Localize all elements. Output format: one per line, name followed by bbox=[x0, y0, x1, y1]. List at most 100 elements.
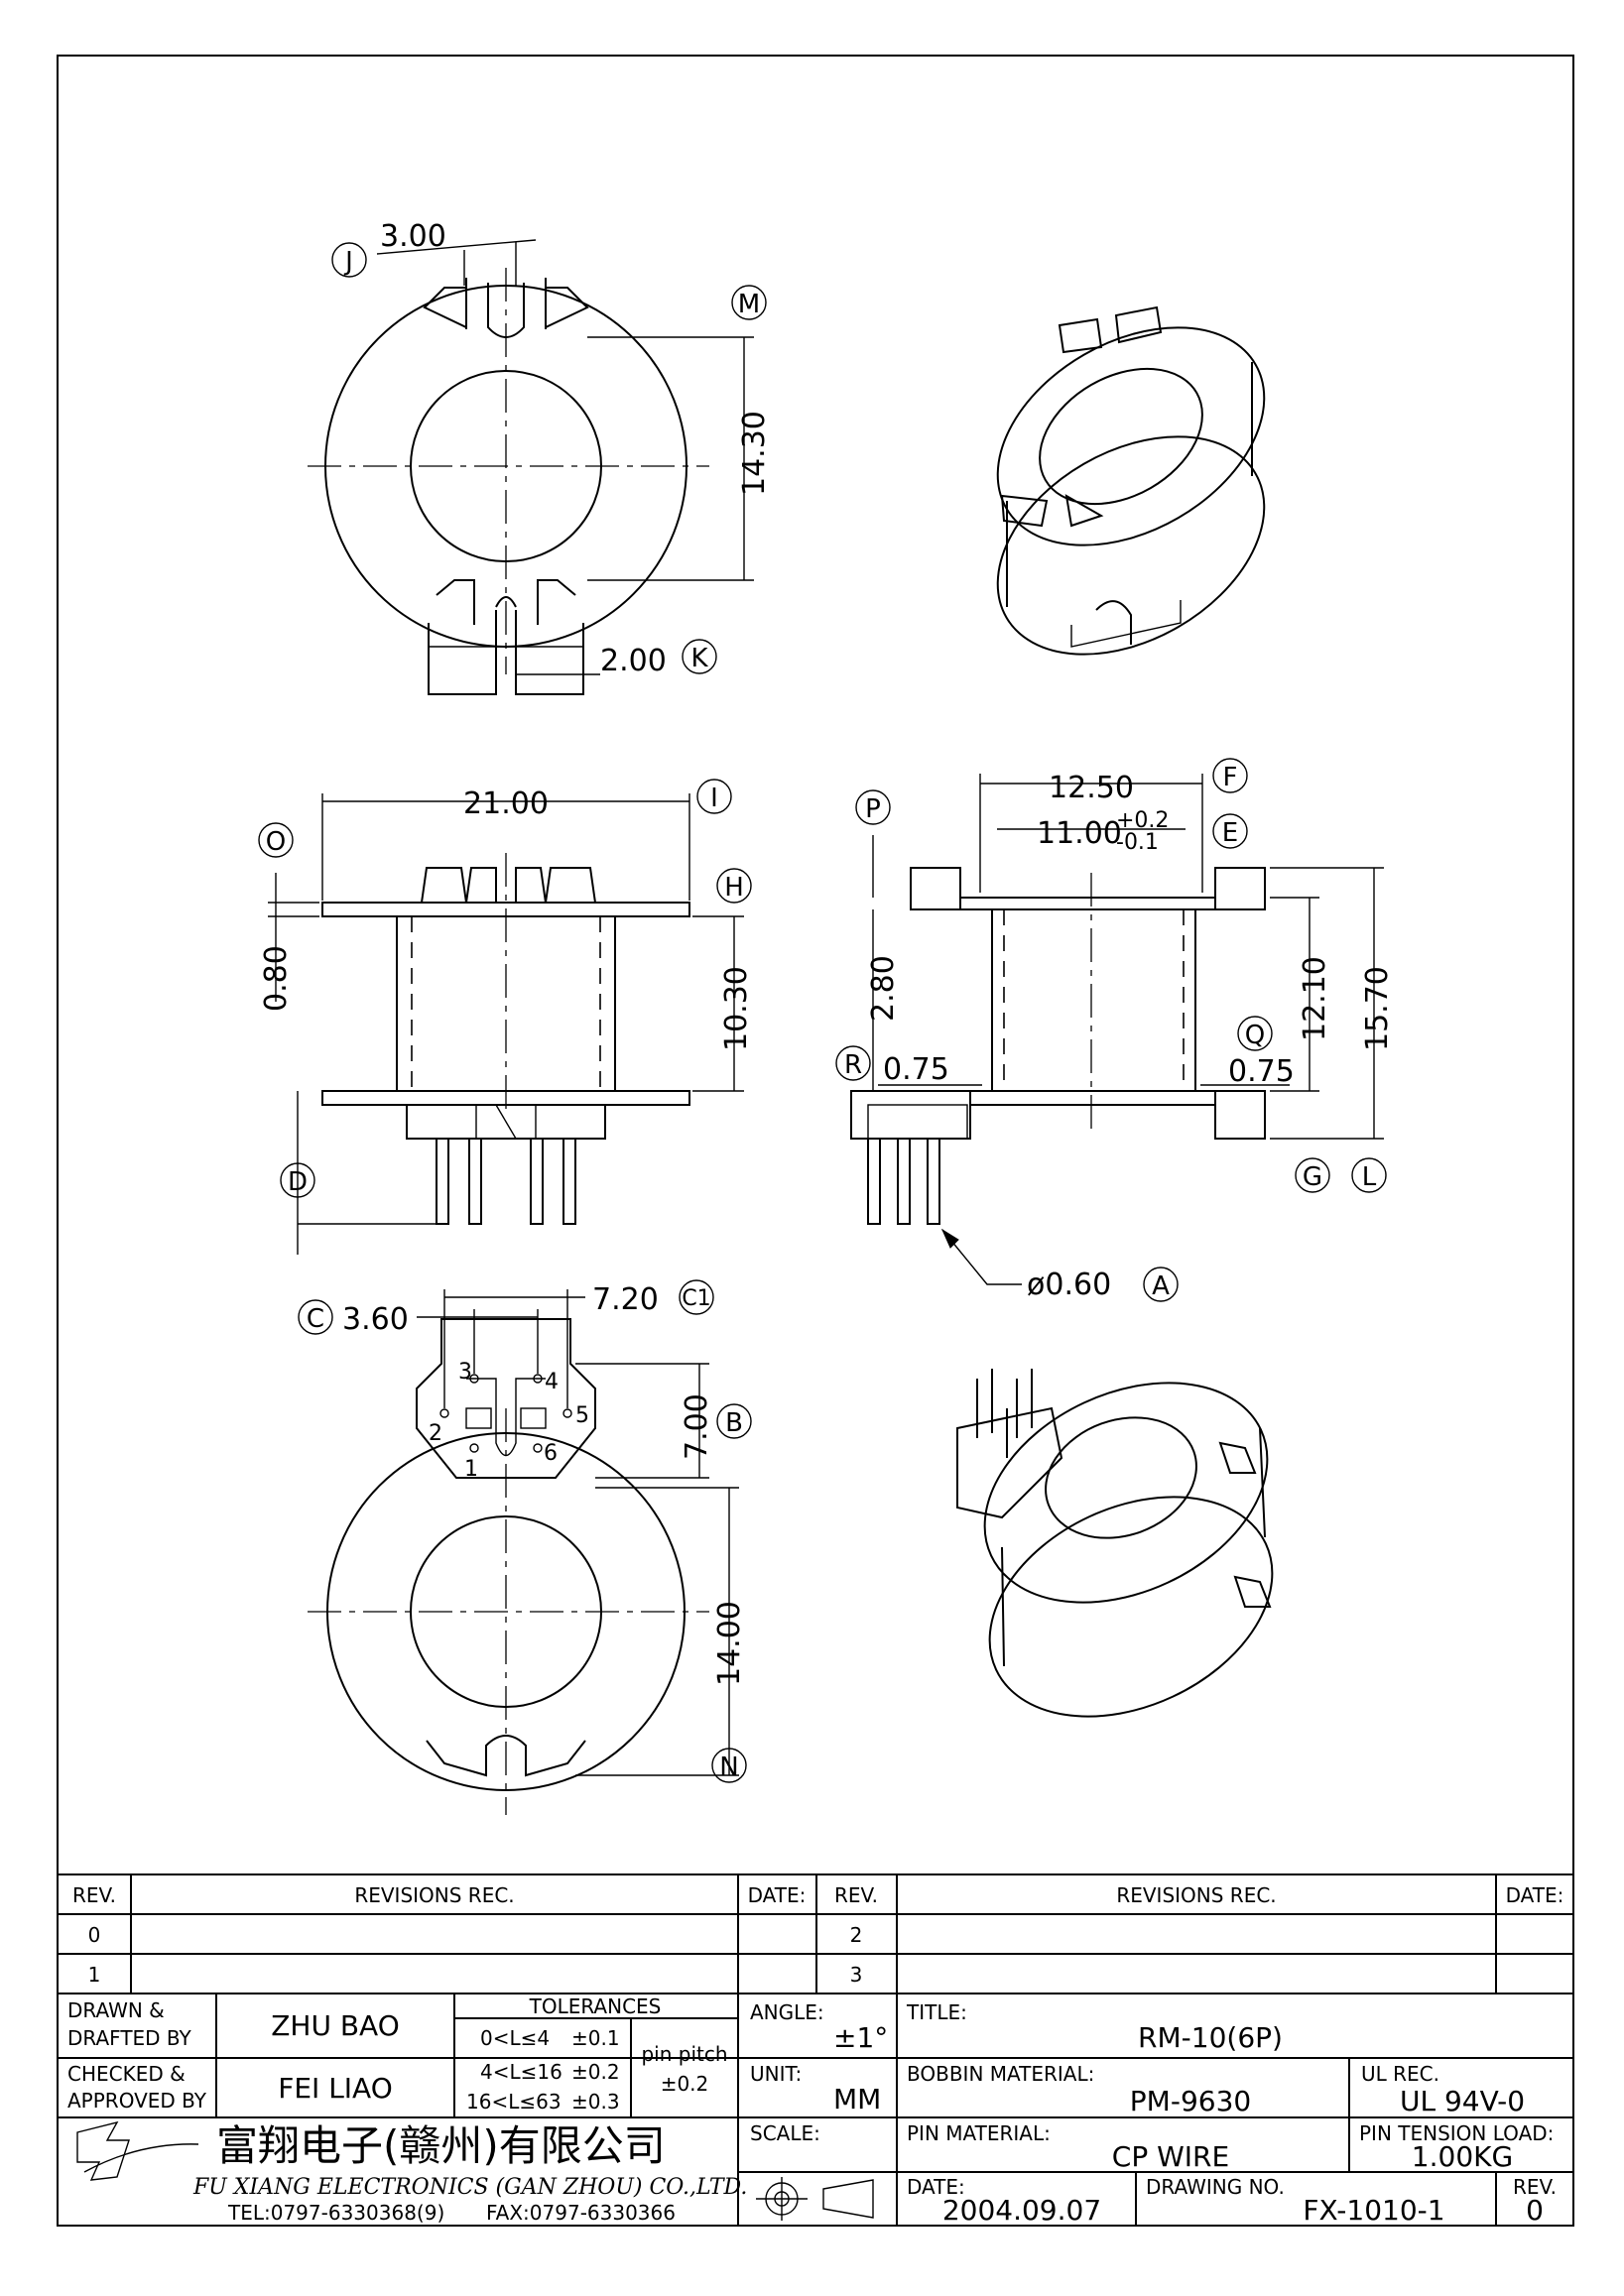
dim-c1: 7.20 bbox=[592, 1282, 659, 1317]
date-val: 2004.09.07 bbox=[942, 2194, 1101, 2227]
callout-i bbox=[696, 779, 732, 814]
rev-val: 0 bbox=[1526, 2194, 1544, 2227]
front-view: 21.00 I 0.80 O 10.30 H D bbox=[258, 779, 754, 1255]
callout-c-label: C bbox=[307, 1304, 324, 1334]
callout-b-label: B bbox=[725, 1408, 743, 1438]
tol-range-2: 4<L≤16 bbox=[480, 2060, 562, 2084]
rev-header-right: REV. bbox=[834, 1883, 878, 1907]
rev-2: 2 bbox=[850, 1923, 863, 1947]
tol-val-1: ±0.1 bbox=[571, 2026, 620, 2050]
rev-label: REV. bbox=[1513, 2175, 1557, 2199]
company-name-cn: 富翔电子(赣州)有限公司 bbox=[216, 2121, 666, 2170]
callout-c1 bbox=[679, 1279, 714, 1315]
drawing-no-val: FX-1010-1 bbox=[1303, 2194, 1444, 2227]
dim-j: 3.00 bbox=[380, 219, 446, 254]
company-fax: FAX:0797-6330366 bbox=[486, 2201, 676, 2225]
callout-q-label: Q bbox=[1245, 1021, 1265, 1050]
unit-label: UNIT: bbox=[750, 2062, 802, 2086]
dim-1210: 12.10 bbox=[1298, 956, 1332, 1041]
callout-n-label: N bbox=[719, 1752, 738, 1782]
callout-m bbox=[731, 285, 767, 320]
dim-a: ø0.60 bbox=[1027, 1268, 1111, 1302]
dim-e: 11.00 bbox=[1037, 816, 1122, 851]
dim-n: 14.00 bbox=[712, 1601, 747, 1686]
callout-f-label: F bbox=[1223, 763, 1238, 792]
tol-val-2: ±0.2 bbox=[571, 2060, 620, 2084]
callout-g-label: G bbox=[1303, 1162, 1322, 1192]
callout-r-label: R bbox=[844, 1050, 862, 1080]
callout-d-label: D bbox=[288, 1167, 308, 1197]
tolerances-label: TOLERANCES bbox=[529, 1994, 662, 2018]
callout-a bbox=[1143, 1267, 1179, 1302]
callout-b bbox=[716, 1403, 752, 1439]
rec-header-right: REVISIONS REC. bbox=[1116, 1883, 1276, 1907]
top-view: 3.00 J 14.30 M 2.00 K bbox=[308, 219, 772, 695]
tol-val-3: ±0.3 bbox=[571, 2090, 620, 2114]
scale-label: SCALE: bbox=[750, 2121, 820, 2145]
drawing-no-label: DRAWING NO. bbox=[1146, 2175, 1285, 2199]
callout-l-label: L bbox=[1362, 1162, 1377, 1192]
unit-val: MM bbox=[833, 2083, 881, 2115]
title-label: TITLE: bbox=[906, 2000, 967, 2024]
callout-k-label: K bbox=[690, 644, 708, 673]
pin-6: 6 bbox=[544, 1441, 558, 1466]
bobbin-material-label: BOBBIN MATERIAL: bbox=[907, 2062, 1094, 2086]
dim-m: 14.30 bbox=[737, 411, 772, 496]
bobbin-material-val: PM-9630 bbox=[1130, 2085, 1251, 2117]
callout-c bbox=[298, 1299, 333, 1335]
pin-2: 2 bbox=[429, 1421, 442, 1446]
angle-label: ANGLE: bbox=[750, 2000, 824, 2024]
callout-l bbox=[1351, 1157, 1387, 1193]
bottom-view: 1 2 3 4 5 6 3.60 C 7.20 C1 7.00 B 14.00 bbox=[298, 1279, 752, 1815]
dim-e-tol-upper: +0.2 bbox=[1116, 808, 1169, 833]
tol-range-1: 0<L≤4 bbox=[480, 2026, 550, 2050]
callout-f bbox=[1212, 758, 1248, 793]
callout-h-label: H bbox=[724, 873, 744, 903]
dim-r: 0.75 bbox=[883, 1052, 949, 1087]
pin-tension-val: 1.00KG bbox=[1412, 2140, 1513, 2173]
callout-m-label: M bbox=[738, 290, 760, 319]
pin-material-val: CP WIRE bbox=[1112, 2140, 1229, 2173]
iso-view-top bbox=[996, 305, 1266, 656]
rev-3: 3 bbox=[850, 1963, 863, 1987]
drawn-label: DRAWN & bbox=[67, 1998, 165, 2022]
callout-q bbox=[1237, 1016, 1273, 1051]
drawn-by: ZHU BAO bbox=[271, 2009, 400, 2042]
rev-0: 0 bbox=[88, 1923, 101, 1947]
callout-e bbox=[1212, 813, 1248, 849]
dim-k: 2.00 bbox=[600, 644, 667, 678]
dim-f: 12.50 bbox=[1049, 771, 1134, 805]
date-header-left: DATE: bbox=[748, 1883, 807, 1907]
drafted-label: DRAFTED BY bbox=[67, 2026, 192, 2050]
company-name-en: FU XIANG ELECTRONICS (GAN ZHOU) CO.,LTD. bbox=[192, 2175, 747, 2200]
callout-r bbox=[835, 1045, 871, 1081]
date-label: DATE: bbox=[907, 2175, 965, 2199]
callout-g bbox=[1295, 1157, 1330, 1193]
company-logo-icon bbox=[76, 2120, 199, 2181]
checked-label: CHECKED & bbox=[67, 2062, 186, 2086]
checked-by: FEI LIAO bbox=[278, 2072, 393, 2105]
tol-range-3: 16<L≤63 bbox=[466, 2090, 562, 2114]
pin-5: 5 bbox=[575, 1403, 589, 1428]
date-header-right: DATE: bbox=[1506, 1883, 1564, 1907]
rec-header-left: REVISIONS REC. bbox=[354, 1883, 514, 1907]
title-block: DRAWN & DRAFTED BY ZHU BAO CHECKED & APP… bbox=[57, 1993, 1574, 2227]
revisions-table: REV. REVISIONS REC. DATE: REV. REVISIONS… bbox=[57, 1873, 1574, 1994]
callout-j-label: J bbox=[343, 247, 353, 277]
projection-symbol-icon bbox=[756, 2177, 874, 2221]
dim-c: 3.60 bbox=[342, 1302, 409, 1337]
pin-material-label: PIN MATERIAL: bbox=[907, 2121, 1051, 2145]
callout-p bbox=[855, 789, 891, 825]
callout-p-label: P bbox=[865, 794, 881, 824]
approved-label: APPROVED BY bbox=[67, 2089, 207, 2113]
rev-header-left: REV. bbox=[72, 1883, 116, 1907]
callout-j bbox=[331, 242, 367, 278]
pin-pitch-val: ±0.2 bbox=[661, 2072, 709, 2096]
dim-e-tol-lower: -0.1 bbox=[1116, 830, 1159, 855]
dim-b: 7.00 bbox=[680, 1393, 714, 1460]
pin-1: 1 bbox=[464, 1457, 478, 1482]
callout-e-label: E bbox=[1222, 818, 1238, 848]
callout-c1-label: C1 bbox=[682, 1286, 710, 1311]
rev-1: 1 bbox=[88, 1963, 101, 1987]
